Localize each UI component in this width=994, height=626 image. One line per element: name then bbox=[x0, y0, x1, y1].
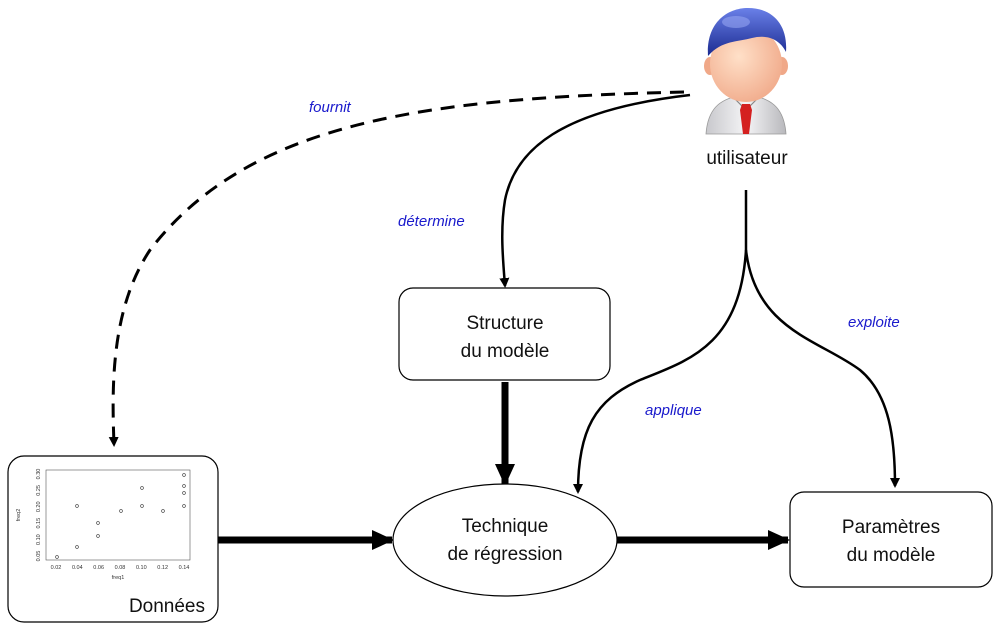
node-structure: Structure du modèle bbox=[398, 287, 611, 381]
node-technique-line2: de régression bbox=[447, 544, 562, 565]
edge-fournit bbox=[108, 90, 685, 447]
thumbnail-point bbox=[182, 491, 186, 495]
thumbnail-point bbox=[119, 509, 123, 513]
edge-label-determine: détermine bbox=[398, 213, 465, 230]
thumbnail-x-tick: 0.08 bbox=[115, 565, 126, 571]
thumbnail-x-tick: 0.02 bbox=[51, 565, 62, 571]
user-label: utilisateur bbox=[706, 148, 788, 169]
node-parametres: Paramètres du modèle bbox=[789, 491, 993, 588]
thumbnail-y-tick: 0.30 bbox=[36, 469, 42, 480]
thumbnail-point bbox=[182, 484, 186, 488]
thumbnail-x-tick: 0.14 bbox=[179, 565, 190, 571]
thumbnail-point bbox=[75, 504, 79, 508]
thumbnail-xlabel: freq1 bbox=[112, 575, 125, 581]
thumbnail-x-tick: 0.12 bbox=[157, 565, 168, 571]
thumbnail-point bbox=[140, 504, 144, 508]
user-icon bbox=[704, 8, 788, 135]
thumbnail-scatter-plot: 0.02 0.04 0.06 0.08 0.10 0.12 0.14 0.05 0.10 0.1… bbox=[16, 469, 191, 581]
thumbnail-x-tick: 0.04 bbox=[72, 565, 83, 571]
thumbnail-point bbox=[161, 509, 165, 513]
thumbnail-point bbox=[55, 555, 59, 559]
thumbnail-y-tick: 0.20 bbox=[36, 501, 42, 512]
thumbnail-point bbox=[75, 545, 79, 549]
thumbnail-point bbox=[182, 473, 186, 477]
edge-label-exploite: exploite bbox=[848, 314, 900, 331]
node-technique: Technique de régression bbox=[392, 483, 618, 597]
thumbnail-point bbox=[140, 486, 144, 490]
edge-applique bbox=[573, 249, 748, 494]
node-donnees: 0.02 0.04 0.06 0.08 0.10 0.12 0.14 0.05 0.10 0.1… bbox=[7, 455, 219, 623]
thumbnail-point bbox=[96, 534, 100, 538]
thumbnail-ylabel: freq2 bbox=[16, 509, 22, 522]
thumbnail-y-tick: 0.10 bbox=[36, 534, 42, 545]
node-technique-line1: Technique bbox=[462, 516, 549, 537]
thumbnail-x-tick: 0.06 bbox=[93, 565, 104, 571]
edge-determine bbox=[499, 93, 691, 288]
thumbnail-x-tick: 0.10 bbox=[136, 565, 147, 571]
node-parametres-line1: Paramètres bbox=[842, 517, 940, 538]
edge-exploite bbox=[744, 249, 900, 488]
thumbnail-y-tick: 0.25 bbox=[36, 485, 42, 496]
thumbnail-y-tick: 0.05 bbox=[36, 551, 42, 562]
edge-label-applique: applique bbox=[645, 402, 702, 419]
node-structure-line1: Structure bbox=[466, 313, 543, 334]
node-structure-line2: du modèle bbox=[461, 341, 550, 362]
edge-label-fournit: fournit bbox=[309, 99, 352, 116]
node-donnees-label: Données bbox=[129, 596, 205, 617]
thumbnail-point bbox=[182, 504, 186, 508]
node-parametres-line2: du modèle bbox=[847, 545, 936, 566]
thumbnail-point bbox=[96, 521, 100, 525]
thumbnail-y-tick: 0.15 bbox=[36, 518, 42, 529]
